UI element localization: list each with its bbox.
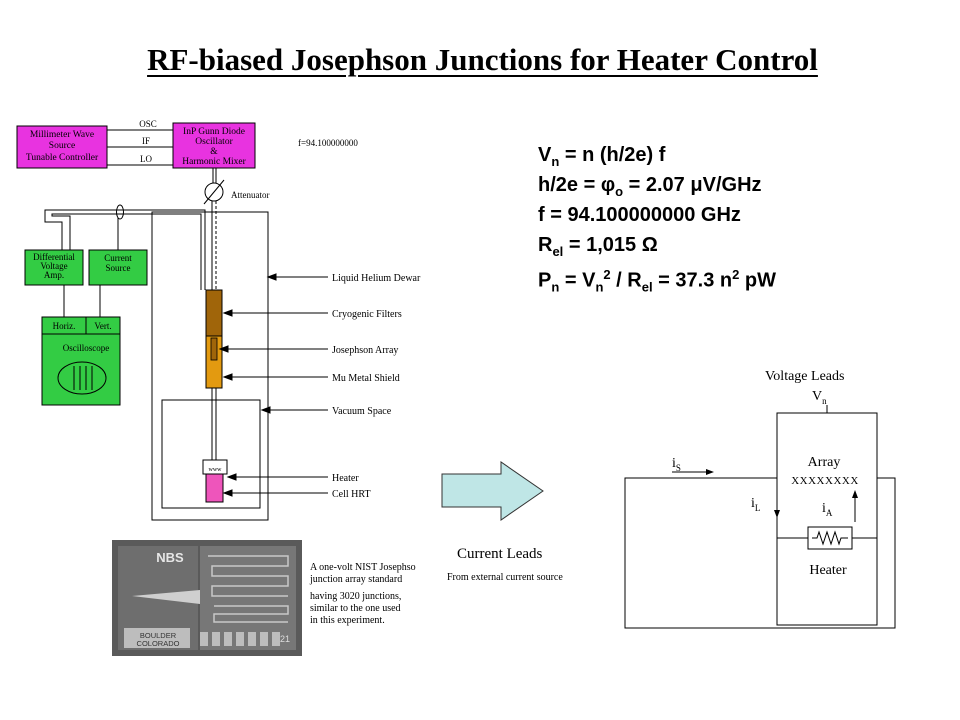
- osc-label: OSC: [139, 119, 157, 129]
- label-liquid-helium-dewar: Liquid Helium Dewar: [332, 273, 421, 284]
- oscilloscope-box: [41, 316, 121, 406]
- lo-label: LO: [140, 154, 152, 164]
- photo-caption-3: having 3020 junctions,: [310, 591, 401, 602]
- mm-wave-source-box: [16, 125, 108, 169]
- current-loop: [624, 477, 896, 629]
- voltage-lead-loop: [776, 412, 878, 626]
- label-josephson-array: Josephson Array: [332, 345, 398, 356]
- svg-text:www: www: [209, 467, 223, 473]
- chip-boulder-label: BOULDER: [140, 631, 177, 640]
- gunn-diode-box: [172, 122, 256, 169]
- slide-title: RF-biased Josephson Junctions for Heater…: [147, 42, 818, 77]
- photo-caption-5: in this experiment.: [310, 615, 385, 626]
- mm-wave-label-2: Source: [49, 141, 75, 151]
- equation-resistance: Rel = 1,015 Ω: [538, 234, 658, 259]
- cryogenic-filters: [205, 289, 223, 337]
- label-cell-hrt: Cell HRT: [332, 489, 371, 500]
- label-heater: Heater: [332, 473, 359, 484]
- from-external-label: From external current source: [447, 572, 563, 583]
- diff-amp-label-1: Differential: [33, 252, 75, 262]
- gunn-label-3: &: [210, 147, 218, 157]
- vn-label: Vn: [812, 389, 827, 406]
- equation-block: Vn = n (h/2e) f h/2e = φo = 2.07 μV/GHz …: [538, 140, 776, 295]
- photo-caption-1: A one-volt NIST Josephso: [310, 562, 416, 573]
- label-mu-metal-shield: Mu Metal Shield: [332, 373, 400, 384]
- equation-frequency: f = 94.100000000 GHz: [538, 204, 741, 226]
- current-source-label-1: Current: [104, 253, 132, 263]
- diff-amp-label-3: Amp.: [44, 270, 64, 280]
- oscilloscope-screen: [57, 361, 107, 395]
- equation-power: Pn = Vn2 / Rel = 37.3 n2 pW: [538, 267, 776, 295]
- equation-vn: Vn = n (h/2e) f: [538, 144, 666, 169]
- if-label: IF: [142, 136, 150, 146]
- chip-colorado-label: COLORADO: [137, 639, 180, 648]
- gunn-label-1: InP Gunn Diode: [183, 127, 245, 137]
- gunn-label-4: Harmonic Mixer: [182, 157, 246, 167]
- differential-amp-box: [24, 249, 84, 286]
- label-cryogenic-filters: Cryogenic Filters: [332, 309, 402, 320]
- chip-nbs-label: NBS: [156, 550, 184, 565]
- label-vacuum-space: Vacuum Space: [332, 406, 392, 417]
- mm-wave-label-1: Millimeter Wave: [30, 130, 94, 140]
- diff-amp-label-2: Voltage: [40, 261, 67, 271]
- gunn-label-2: Oscillator: [195, 137, 233, 147]
- il-label: iL: [751, 496, 760, 513]
- current-source-box: [88, 249, 148, 286]
- attenuator-label: Attenuator: [231, 190, 270, 200]
- vert-label: Vert.: [94, 321, 111, 331]
- ia-label: iA: [822, 501, 833, 518]
- photo-caption-4: similar to the one used: [310, 603, 401, 614]
- chip-number: 21: [280, 634, 290, 644]
- equation-flux-quantum: h/2e = φo = 2.07 μV/GHz: [538, 174, 762, 199]
- chip-photo: NBS BOULDER COLORADO 21: [112, 540, 302, 656]
- vacuum-can: [161, 399, 261, 509]
- heater-circuit-label: Heater: [809, 563, 847, 578]
- is-label: iS: [672, 456, 681, 473]
- current-leads-label: Current Leads: [457, 546, 543, 562]
- flow-arrow: [441, 461, 544, 521]
- array-label: Array: [808, 455, 841, 470]
- voltage-leads-label: Voltage Leads: [765, 369, 844, 384]
- horiz-label: Horiz.: [53, 321, 76, 331]
- mu-metal-shield: [205, 335, 223, 389]
- mm-wave-label-3: Tunable Controller: [26, 153, 99, 163]
- liquid-helium-dewar: [151, 211, 269, 521]
- frequency-readout: f=94.100000000: [298, 138, 358, 148]
- cell-hrt: [205, 473, 224, 503]
- photo-caption-2: junction array standard: [309, 574, 402, 585]
- array-junctions: XXXXXXXX: [791, 475, 859, 487]
- current-source-label-2: Source: [106, 263, 131, 273]
- josephson-array: [210, 337, 218, 361]
- oscilloscope-label: Oscilloscope: [63, 343, 110, 353]
